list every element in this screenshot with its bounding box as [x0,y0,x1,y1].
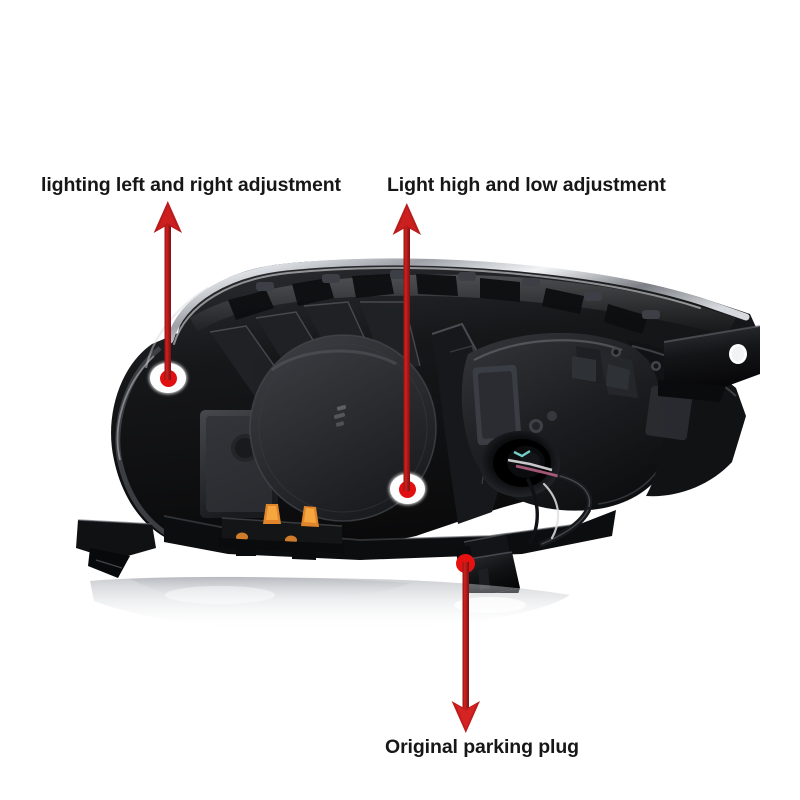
marker-left-right-adjustment[interactable] [150,363,186,393]
bulb-dust-cap [249,334,437,522]
right-panel [645,385,693,441]
housing-ribs [228,274,648,334]
dust-cap-emboss [333,404,347,427]
marker-high-low-adjustment[interactable] [390,474,425,504]
label-left-right-adjustment: lighting left and right adjustment [41,174,341,196]
headlight-assembly-image [76,258,760,593]
white-wire [507,458,553,472]
wire-harness [526,473,592,547]
right-clip-tabs [572,347,661,390]
marker-original-parking-plug[interactable] [456,554,475,573]
bulb-socket-cavity [480,431,567,497]
headlight-leveling-motor [461,332,676,511]
side-mounting-bracket-tab [658,325,760,402]
label-original-parking-plug: Original parking plug [385,736,579,758]
label-high-low-adjustment: Light high and low adjustment [387,174,666,196]
teal-wire [513,449,531,458]
orange-alignment-pins [218,504,344,560]
